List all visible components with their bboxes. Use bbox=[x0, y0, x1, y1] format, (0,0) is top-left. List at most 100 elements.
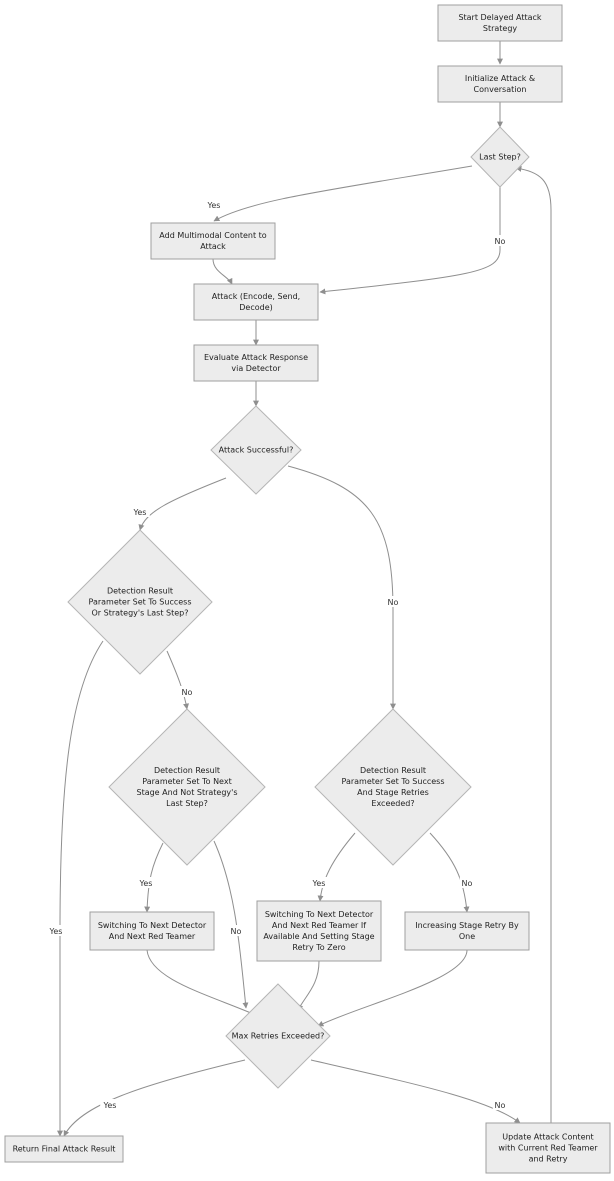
edge-label-background bbox=[136, 877, 156, 888]
edge-e17 bbox=[297, 960, 320, 1011]
node-text-line: Detection Result bbox=[107, 587, 173, 596]
node-text-line: Increasing Stage Retry By bbox=[415, 921, 519, 930]
node-text-line: Return Final Attack Result bbox=[13, 1145, 116, 1154]
decision-diamond bbox=[314, 708, 472, 866]
edge-label-d2-yes: Yes bbox=[139, 879, 153, 888]
decision-diamond bbox=[225, 983, 331, 1089]
node-max-retries: Max Retries Exceeded? bbox=[225, 983, 331, 1089]
edge-e18 bbox=[317, 949, 468, 1027]
process-box bbox=[193, 283, 319, 321]
process-box bbox=[193, 344, 319, 382]
edge-label-background bbox=[204, 199, 224, 210]
edges-layer bbox=[57, 41, 552, 1137]
node-text-line: Parameter Set To Success bbox=[341, 777, 444, 786]
edge-label-d2-no: No bbox=[231, 927, 242, 936]
process-box bbox=[404, 911, 530, 951]
node-text-line: Stage And Not Strategy's bbox=[136, 788, 237, 797]
node-text-line: Last Step? bbox=[479, 153, 521, 162]
edge-label-success-yes: Yes bbox=[133, 508, 147, 517]
node-text-line: Decode) bbox=[239, 303, 273, 312]
edge-e20 bbox=[310, 1059, 521, 1124]
edge-label-background bbox=[46, 925, 66, 936]
edge-label-background bbox=[309, 877, 329, 888]
node-text-line: Attack Successful? bbox=[219, 446, 294, 455]
decision-diamond bbox=[67, 529, 213, 675]
edge-label-max-no: No bbox=[495, 1101, 506, 1110]
node-text-line: Evaluate Attack Response bbox=[204, 353, 308, 362]
edge-e10 bbox=[166, 650, 190, 710]
process-box bbox=[437, 65, 563, 103]
edge-e12 bbox=[144, 842, 164, 913]
edge-label-background bbox=[492, 1099, 508, 1110]
node-init: Initialize Attack & Conversation bbox=[437, 65, 563, 103]
node-attack-successful: Attack Successful? bbox=[210, 405, 302, 495]
process-box bbox=[150, 222, 276, 260]
edge-label-background bbox=[385, 596, 401, 607]
process-box bbox=[4, 1135, 124, 1163]
edge-label-background bbox=[459, 877, 475, 888]
decision-diamond bbox=[108, 708, 266, 866]
edge-e8 bbox=[138, 477, 227, 531]
node-text-line: Switching To Next Detector bbox=[98, 921, 207, 930]
node-attack: Attack (Encode, Send, Decode) bbox=[193, 283, 319, 321]
edge-e13 bbox=[213, 840, 249, 1009]
node-text-line: Max Retries Exceeded? bbox=[232, 1032, 325, 1041]
node-update-content: Update Attack Content with Current Red Te… bbox=[485, 1122, 611, 1174]
edge-label-last-no: No bbox=[495, 237, 506, 246]
edge-e4 bbox=[319, 187, 501, 295]
node-text-line: Add Multimodal Content to bbox=[159, 231, 267, 240]
edge-label-last-yes: Yes bbox=[207, 201, 221, 210]
node-text-line: Initialize Attack & bbox=[465, 74, 535, 83]
process-box bbox=[485, 1122, 611, 1174]
node-text-line: Parameter Set To Success bbox=[88, 598, 191, 607]
node-evaluate: Evaluate Attack Response via Detector bbox=[193, 344, 319, 382]
process-box bbox=[256, 900, 382, 962]
process-box bbox=[89, 911, 215, 951]
edge-e19 bbox=[63, 1059, 246, 1137]
edge-label-background bbox=[492, 235, 508, 246]
node-text-line: Update Attack Content bbox=[502, 1133, 593, 1142]
edge-e11 bbox=[57, 640, 104, 1137]
node-text-line: Parameter Set To Next bbox=[142, 777, 231, 786]
node-text-line: Conversation bbox=[474, 85, 527, 94]
edge-label-max-yes: Yes bbox=[103, 1101, 117, 1110]
edge-e3 bbox=[213, 165, 473, 222]
node-text-line: And Next Red Teamer If bbox=[272, 921, 366, 930]
node-last-step: Last Step? bbox=[470, 126, 530, 188]
edge-e21 bbox=[515, 165, 552, 1123]
decision-diamond bbox=[470, 126, 530, 188]
node-text-line: Exceeded? bbox=[371, 799, 414, 808]
node-text-line: Switching To Next Detector bbox=[265, 910, 374, 919]
node-text-line: And Next Red Teamer bbox=[109, 932, 196, 941]
edge-label-d1-yes: Yes bbox=[49, 927, 63, 936]
node-text-line: Strategy bbox=[483, 24, 518, 33]
edge-label-d3-yes: Yes bbox=[312, 879, 326, 888]
node-text-line: Attack (Encode, Send, bbox=[212, 292, 300, 301]
node-text-line: with Current Red Teamer bbox=[498, 1144, 598, 1153]
node-text-line: Detection Result bbox=[360, 766, 426, 775]
node-text-line: Or Strategy's Last Step? bbox=[92, 609, 189, 618]
node-text-line: Available And Setting Stage bbox=[263, 932, 374, 941]
edge-label-d3-no: No bbox=[462, 879, 473, 888]
edge-e16 bbox=[146, 949, 259, 1017]
edge-e15 bbox=[429, 832, 470, 913]
edge-label-success-no: No bbox=[388, 598, 399, 607]
edge-e5 bbox=[212, 258, 233, 285]
node-text-line: Retry To Zero bbox=[292, 943, 345, 952]
edge-label-background bbox=[130, 506, 150, 517]
node-text-line: via Detector bbox=[231, 364, 281, 373]
node-text-line: And Stage Retries bbox=[357, 788, 429, 797]
decision-diamond bbox=[210, 405, 302, 495]
edge-e14 bbox=[317, 832, 356, 902]
edge-label-background bbox=[100, 1099, 120, 1110]
